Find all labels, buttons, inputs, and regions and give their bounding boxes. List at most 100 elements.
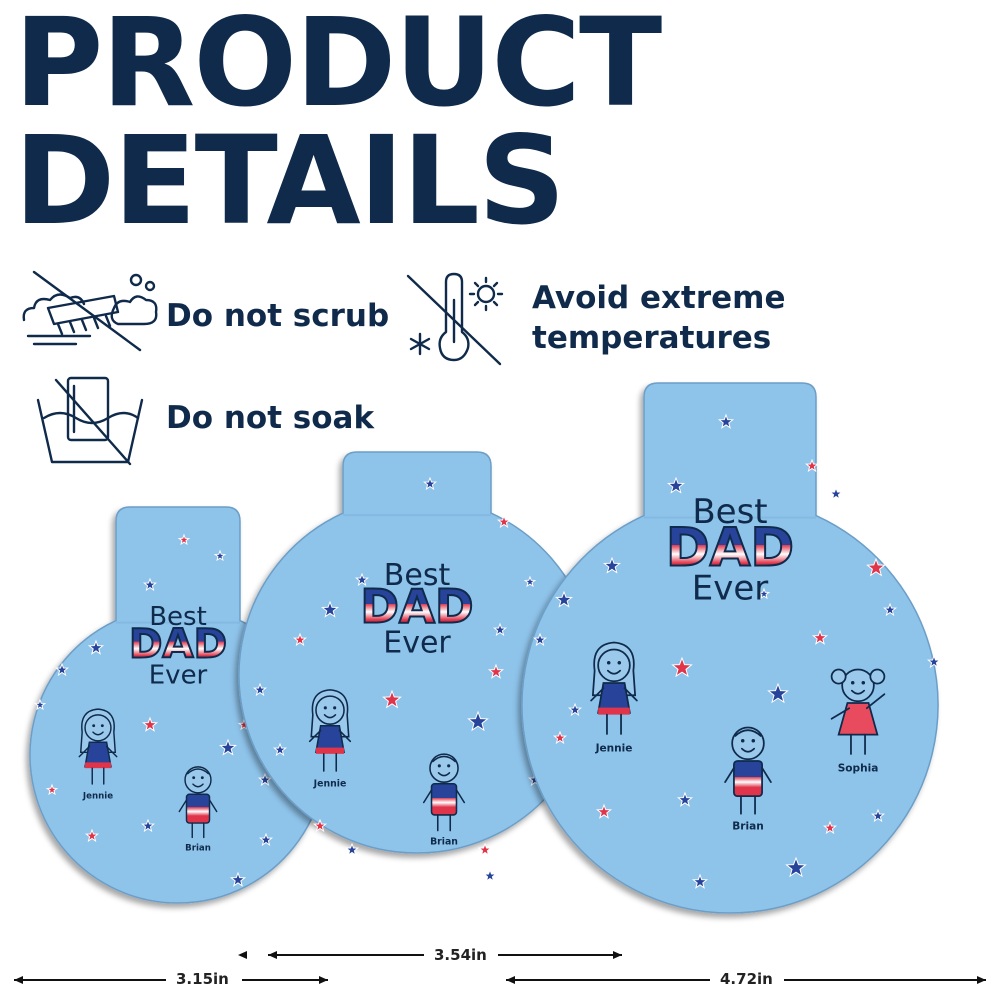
star-icon — [87, 639, 105, 655]
star-icon — [555, 590, 573, 608]
star-icon — [54, 662, 70, 677]
star-icon — [477, 842, 493, 857]
no-extreme-temperature-icon — [406, 272, 504, 366]
star-icon — [926, 654, 942, 669]
star-icon — [33, 698, 47, 711]
figure-dress — [315, 724, 345, 754]
star-icon — [532, 632, 548, 647]
star-icon — [84, 828, 100, 843]
star-icon — [487, 663, 505, 679]
figure-name: Brian — [185, 843, 211, 853]
figure-boy: Brian — [724, 726, 772, 833]
star-icon — [177, 533, 191, 546]
figure-boy: Brian — [178, 766, 218, 853]
figure-name: Brian — [430, 837, 458, 848]
star-icon — [667, 476, 685, 494]
arrow-right-icon — [977, 976, 986, 984]
star-icon — [354, 572, 370, 587]
figure-head — [315, 695, 345, 725]
product-text-best: Best — [384, 558, 451, 593]
star-icon — [671, 656, 693, 678]
product-body — [29, 506, 327, 904]
star-icon — [870, 808, 886, 823]
figure-overalls — [430, 782, 458, 816]
star-icon — [321, 600, 339, 618]
star-icon — [595, 803, 613, 819]
star-icon — [603, 556, 621, 574]
figure-name: Jennie — [595, 743, 633, 755]
star-icon — [382, 689, 402, 709]
dimension-label-medium: 3.54in — [430, 946, 491, 964]
no-soak-icon — [36, 376, 144, 466]
star-icon — [482, 868, 498, 883]
care-label-extreme-temperatures: Avoid extreme temperatures — [532, 278, 785, 358]
star-icon — [567, 702, 583, 717]
product-text-ever: Ever — [149, 661, 208, 691]
star-icon — [882, 602, 898, 617]
care-label-no-scrub: Do not scrub — [166, 298, 390, 334]
star-icon — [717, 413, 735, 429]
star-icon — [292, 632, 308, 647]
figure-head — [731, 726, 765, 761]
star-icon — [344, 842, 360, 857]
figure-name: Brian — [732, 821, 763, 833]
star-icon — [142, 577, 158, 592]
product-text-dad: DAD — [666, 518, 794, 579]
figure-boy: Brian — [422, 753, 466, 848]
product-text-best: Best — [692, 492, 767, 532]
star-icon — [258, 832, 274, 847]
figure-girl: Jennie — [590, 641, 638, 755]
figure-head — [184, 766, 212, 794]
star-icon — [804, 458, 820, 473]
star-icon — [785, 856, 807, 878]
figure-head — [429, 753, 459, 783]
figure-head — [84, 714, 112, 742]
star-icon — [45, 783, 59, 796]
product-body — [521, 382, 939, 914]
no-scrub-icon — [22, 270, 158, 352]
figure-dress — [837, 702, 879, 736]
star-icon — [552, 730, 568, 745]
product-text-dad: DAD — [129, 621, 227, 668]
product-text-dad: DAD — [360, 580, 473, 634]
figure-pigtail: Sophia — [830, 668, 886, 775]
star-icon — [219, 738, 237, 756]
star-icon — [828, 486, 844, 501]
care-label-no-soak: Do not soak — [166, 400, 375, 436]
star-icon — [272, 742, 288, 757]
product-text-ever: Ever — [692, 569, 769, 609]
figure-girl: Jennie — [78, 708, 118, 801]
star-icon — [757, 587, 771, 600]
star-icon — [141, 716, 159, 732]
star-icon — [496, 514, 512, 529]
page-title: PRODUCT DETAILS — [14, 2, 662, 252]
dimension-lines — [14, 951, 986, 984]
product-text-ever: Ever — [383, 626, 451, 661]
figure-dress — [597, 682, 631, 714]
title-line-2: DETAILS — [14, 110, 566, 252]
care-label-line-2: temperatures — [532, 320, 772, 356]
care-label-line-1: Avoid extreme — [532, 280, 786, 316]
star-icon — [676, 791, 694, 807]
star-icon — [312, 818, 328, 833]
arrow-left-icon — [238, 951, 247, 959]
dimension-label-small: 3.15in — [172, 970, 233, 988]
star-icon — [467, 710, 489, 732]
star-icon — [422, 476, 438, 491]
figure-head — [597, 648, 631, 683]
star-icon — [492, 622, 508, 637]
star-icon — [257, 772, 273, 787]
figure-overalls — [733, 760, 763, 798]
star-icon — [213, 549, 227, 562]
star-icon — [691, 873, 709, 889]
figure-name: Jennie — [313, 779, 347, 790]
figure-name: Jennie — [82, 791, 113, 801]
star-icon — [523, 575, 537, 588]
arrow-left-icon — [506, 976, 515, 984]
arrow-right-icon — [613, 951, 622, 959]
arrow-right-icon — [319, 976, 328, 984]
